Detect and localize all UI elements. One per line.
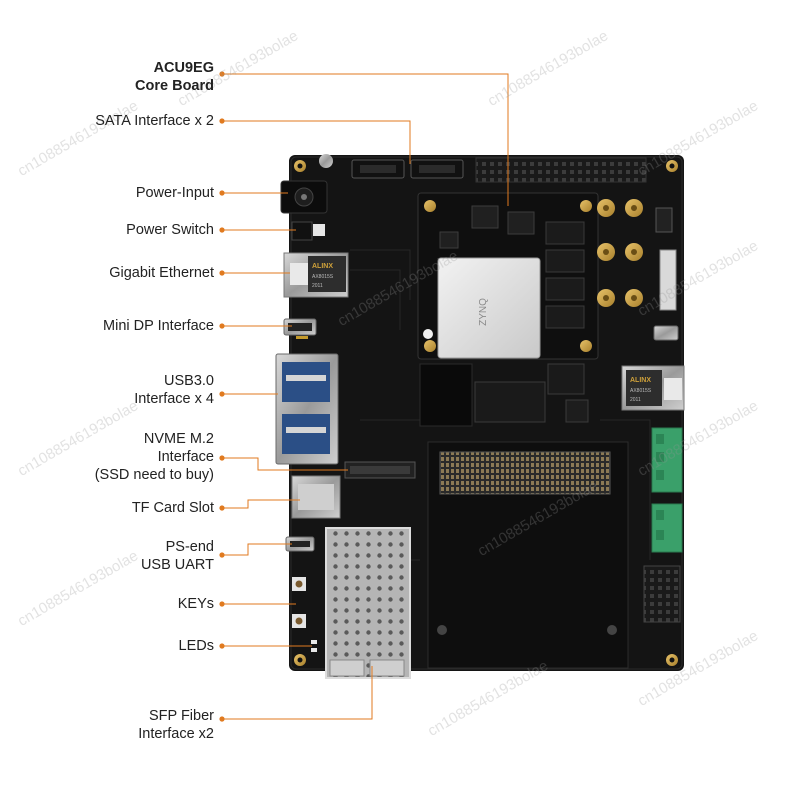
label-line: Gigabit Ethernet — [109, 265, 214, 281]
fpga-chip — [547, 363, 585, 395]
core-board: ZYNQ — [417, 192, 599, 360]
sata-connectors — [351, 159, 464, 179]
label-leds: LEDs — [179, 637, 214, 655]
label-nvme: NVME M.2 Interface (SSD need to buy) — [95, 430, 214, 484]
ddr-chip — [545, 221, 585, 245]
mini-dp-port — [283, 318, 317, 339]
label-usb3: USB3.0 Interface x 4 — [134, 372, 214, 408]
ddr-chip — [545, 305, 585, 329]
label-line: Interface x 4 — [134, 391, 214, 407]
mini-usb-right — [653, 325, 679, 341]
alinx-logo-left: ALINX — [312, 263, 333, 270]
power-switch — [291, 221, 325, 241]
chip-mark-left: AX8015S — [312, 274, 334, 280]
sma-connectors — [597, 199, 643, 307]
label-ethernet: Gigabit Ethernet — [109, 264, 214, 282]
label-power-switch: Power Switch — [126, 221, 214, 239]
label-line: ACU9EG — [153, 60, 214, 76]
rev-mark-right: 2011 — [630, 397, 641, 403]
alinx-logo-right: ALINX — [630, 377, 651, 384]
ddr-chip — [545, 277, 585, 301]
label-sata: SATA Interface x 2 — [95, 112, 214, 130]
fpc-connector — [659, 249, 677, 311]
battery — [319, 154, 333, 168]
rev-mark-left: 2011 — [312, 283, 323, 289]
jtag-header — [643, 565, 681, 623]
label-line: PS-end — [165, 539, 214, 555]
soc-marking: ZYNQ — [478, 298, 489, 326]
fmc-area — [427, 441, 629, 669]
label-line: Core Board — [135, 78, 214, 94]
label-line: Mini DP Interface — [103, 318, 214, 334]
leader-dots — [219, 71, 225, 722]
usb3-ports — [275, 353, 339, 465]
ddr-chip — [545, 249, 585, 273]
label-line: (SSD need to buy) — [94, 467, 214, 483]
chip-mark-right: AX8015S — [630, 388, 652, 394]
label-line: LEDs — [178, 638, 214, 654]
label-line: TF Card Slot — [131, 500, 214, 516]
label-line: USB UART — [140, 557, 214, 573]
key-buttons — [292, 577, 306, 628]
label-line: SATA Interface x 2 — [95, 113, 214, 129]
leader-lines — [222, 73, 509, 720]
label-line: Interface x2 — [138, 726, 214, 742]
label-tf-card: TF Card Slot — [132, 499, 214, 517]
label-line: Power Switch — [126, 222, 214, 238]
label-core-board: ACU9EG Core Board — [135, 59, 214, 95]
expansion-header — [475, 157, 647, 183]
nvme-slot — [344, 461, 416, 479]
fmc-connector — [439, 451, 611, 495]
power-jack — [280, 180, 328, 214]
label-ps-uart: PS-end USB UART — [141, 538, 214, 574]
label-line: USB3.0 — [164, 373, 214, 389]
ethernet-port-right: ALINX AX8015S 2011 — [621, 365, 685, 411]
label-line: Power-Input — [135, 185, 214, 201]
sfp-cage — [325, 527, 411, 679]
label-mini-dp: Mini DP Interface — [103, 317, 214, 335]
heatsink — [419, 363, 473, 427]
label-keys: KEYs — [178, 595, 214, 613]
label-line: SFP Fiber — [148, 708, 214, 724]
led-indicators — [311, 640, 317, 652]
label-power-input: Power-Input — [136, 184, 214, 202]
label-line: Interface — [157, 449, 214, 465]
zynq-soc — [437, 257, 541, 359]
label-line: KEYs — [177, 596, 214, 612]
ethernet-port-left: ALINX AX8015S 2011 — [283, 252, 349, 298]
label-sfp: SFP Fiber Interface x2 — [138, 707, 214, 743]
tf-card-slot — [291, 475, 341, 519]
dip-switch — [655, 207, 673, 233]
flash-chip — [474, 381, 546, 423]
terminal-blocks — [651, 427, 683, 553]
label-line: NVME M.2 — [143, 431, 214, 447]
